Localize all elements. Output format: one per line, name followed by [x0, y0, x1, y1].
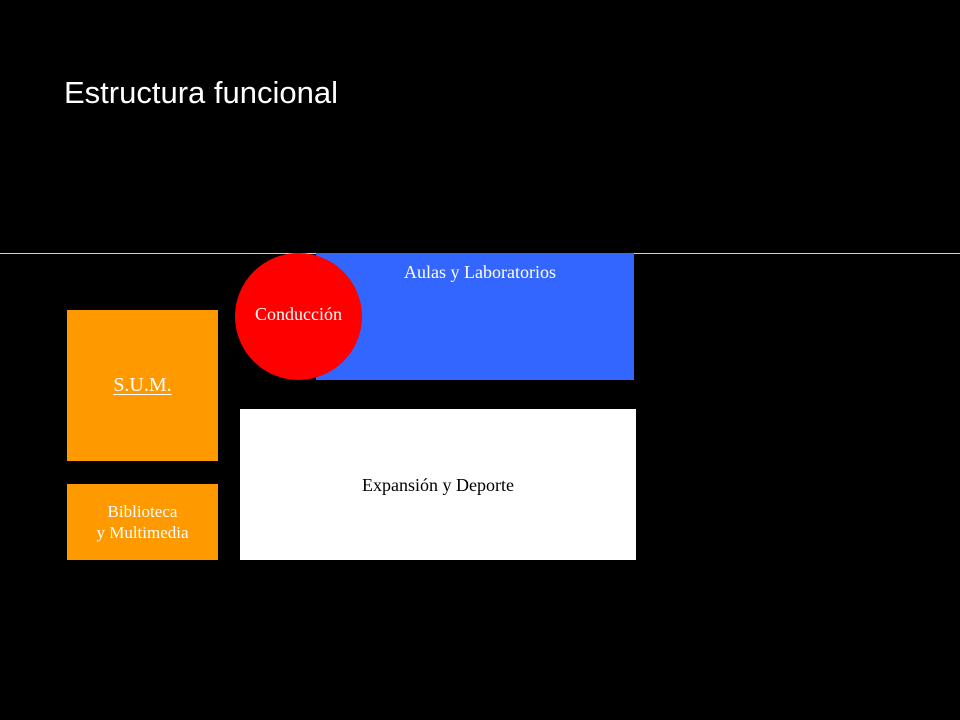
- conduccion-circle: Conducción: [235, 253, 362, 380]
- sum-block: S.U.M.: [67, 310, 218, 461]
- biblioteca-label-line1: Biblioteca: [107, 501, 178, 521]
- aulas-laboratorios-block: Aulas y Laboratorios: [316, 253, 634, 380]
- sum-label: S.U.M.: [113, 374, 172, 396]
- slide-title: Estructura funcional: [64, 75, 338, 110]
- expansion-deporte-label: Expansión y Deporte: [362, 475, 514, 495]
- aulas-laboratorios-label: Aulas y Laboratorios: [404, 262, 556, 282]
- biblioteca-multimedia-text: Biblioteca y Multimedia: [96, 501, 188, 544]
- biblioteca-multimedia-block: Biblioteca y Multimedia: [67, 484, 218, 560]
- biblioteca-label-line2: y Multimedia: [96, 523, 189, 542]
- conduccion-label: Conducción: [255, 304, 342, 324]
- expansion-deporte-block: Expansión y Deporte: [240, 409, 636, 560]
